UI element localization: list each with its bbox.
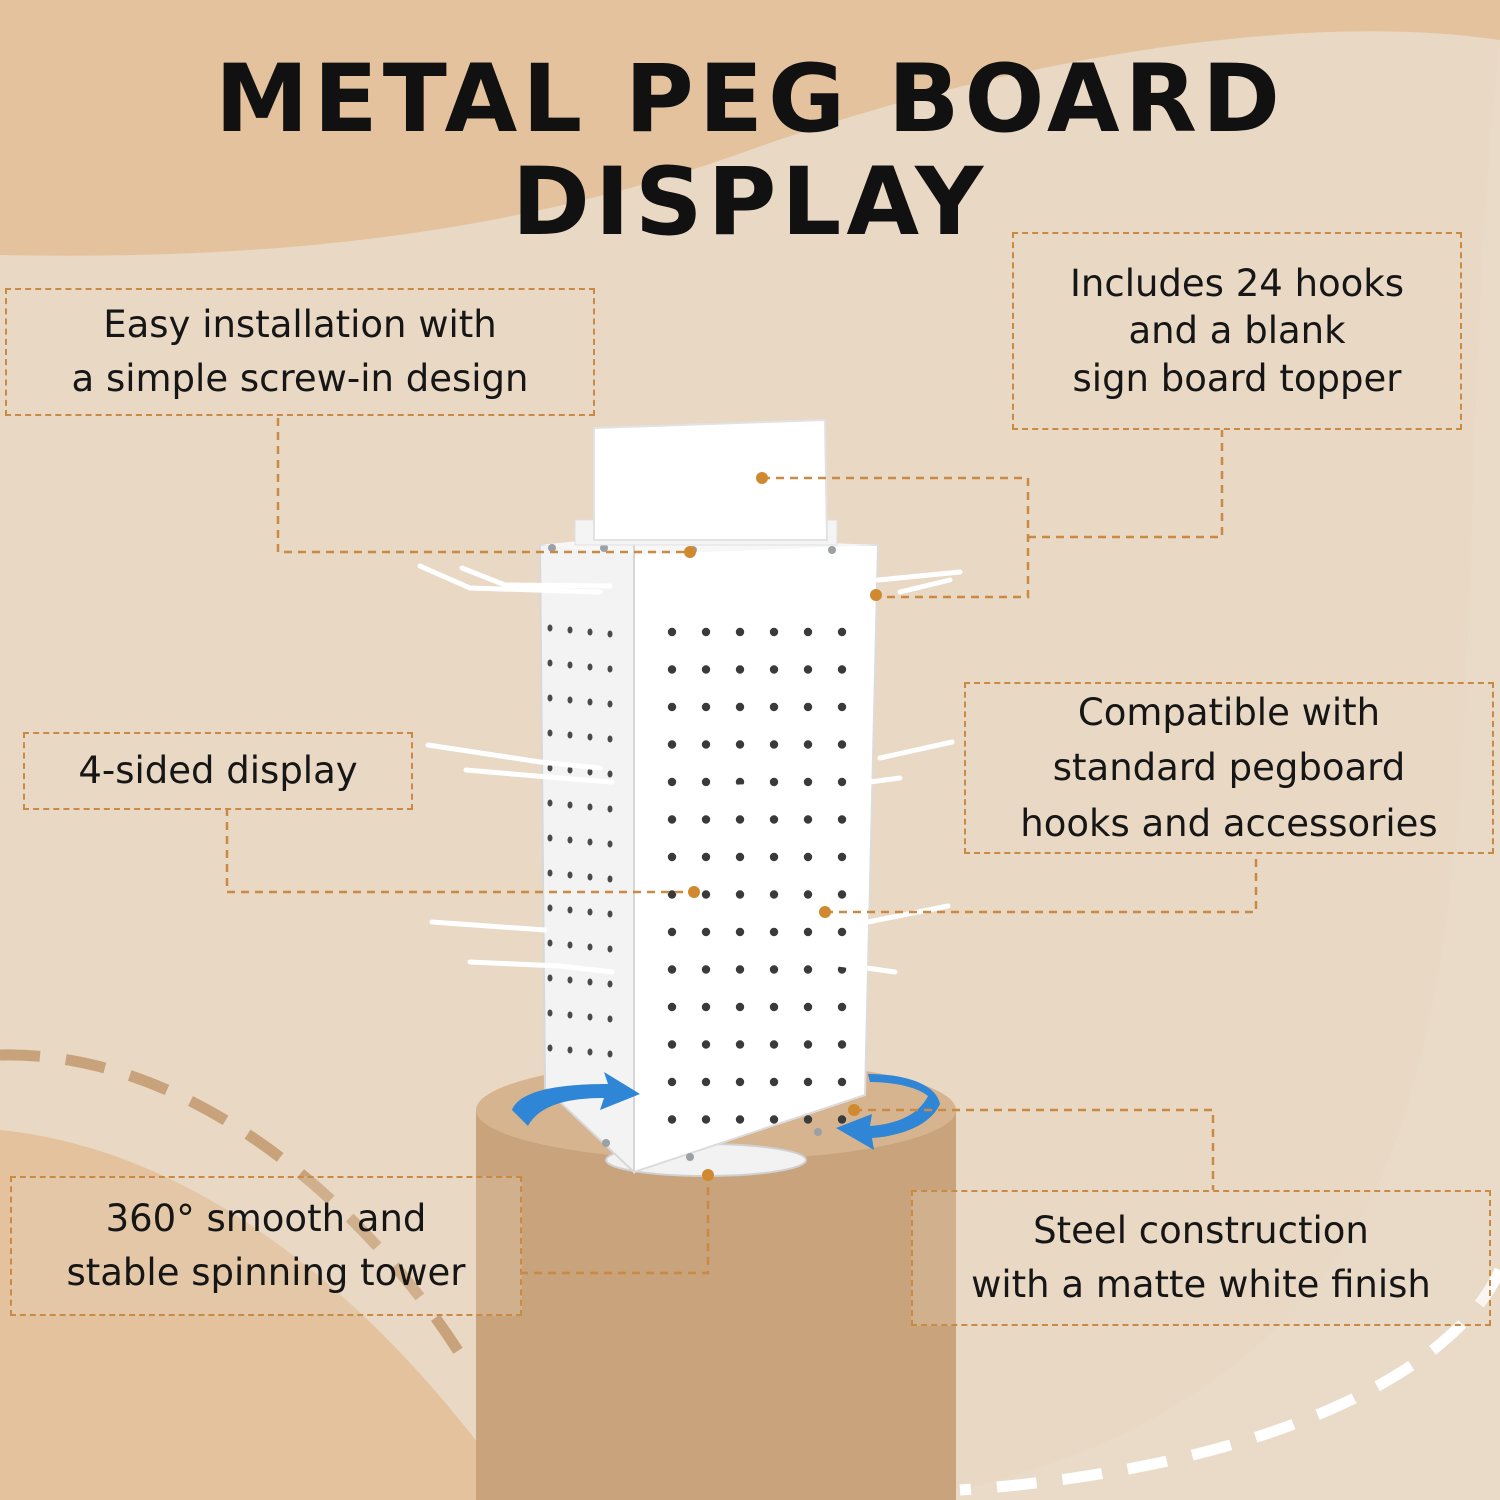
callout-installation-line-2: a simple screw-in design [71,357,529,400]
callout-installation: Easy installation with a simple screw-in… [5,288,595,416]
callout-spinning-line-1: 360° smooth and [105,1197,427,1241]
callout-steel: Steel construction with a matte white fi… [911,1190,1491,1326]
callout-steel-line-1: Steel construction [1033,1209,1369,1253]
callout-hooks-line-3: sign board topper [1072,356,1402,400]
callout-sides: 4-sided display [23,732,413,810]
callout-spinning: 360° smooth and stable spinning tower [10,1176,522,1316]
callout-sides-line-1: 4-sided display [78,749,358,793]
callout-hooks-line-1: Includes 24 hooks [1070,261,1404,305]
page-title: METAL PEG BOARD DISPLAY [214,45,1286,258]
callout-steel-line-2: with a matte white finish [971,1263,1431,1306]
callout-installation-line-1: Easy installation with [103,303,497,347]
callout-hooks-line-2: and a blank [1128,309,1346,353]
callout-spinning-line-2: stable spinning tower [66,1251,466,1294]
callout-compatible-line-2: standard pegboard [1052,746,1406,790]
callout-compatible-line-1: Compatible with [1077,690,1381,734]
callout-compatible-line-3: hooks and accessories [1020,801,1438,845]
callout-hooks: Includes 24 hooks and a blank sign board… [1012,232,1462,430]
callout-compatible: Compatible with standard pegboard hooks … [964,682,1494,854]
